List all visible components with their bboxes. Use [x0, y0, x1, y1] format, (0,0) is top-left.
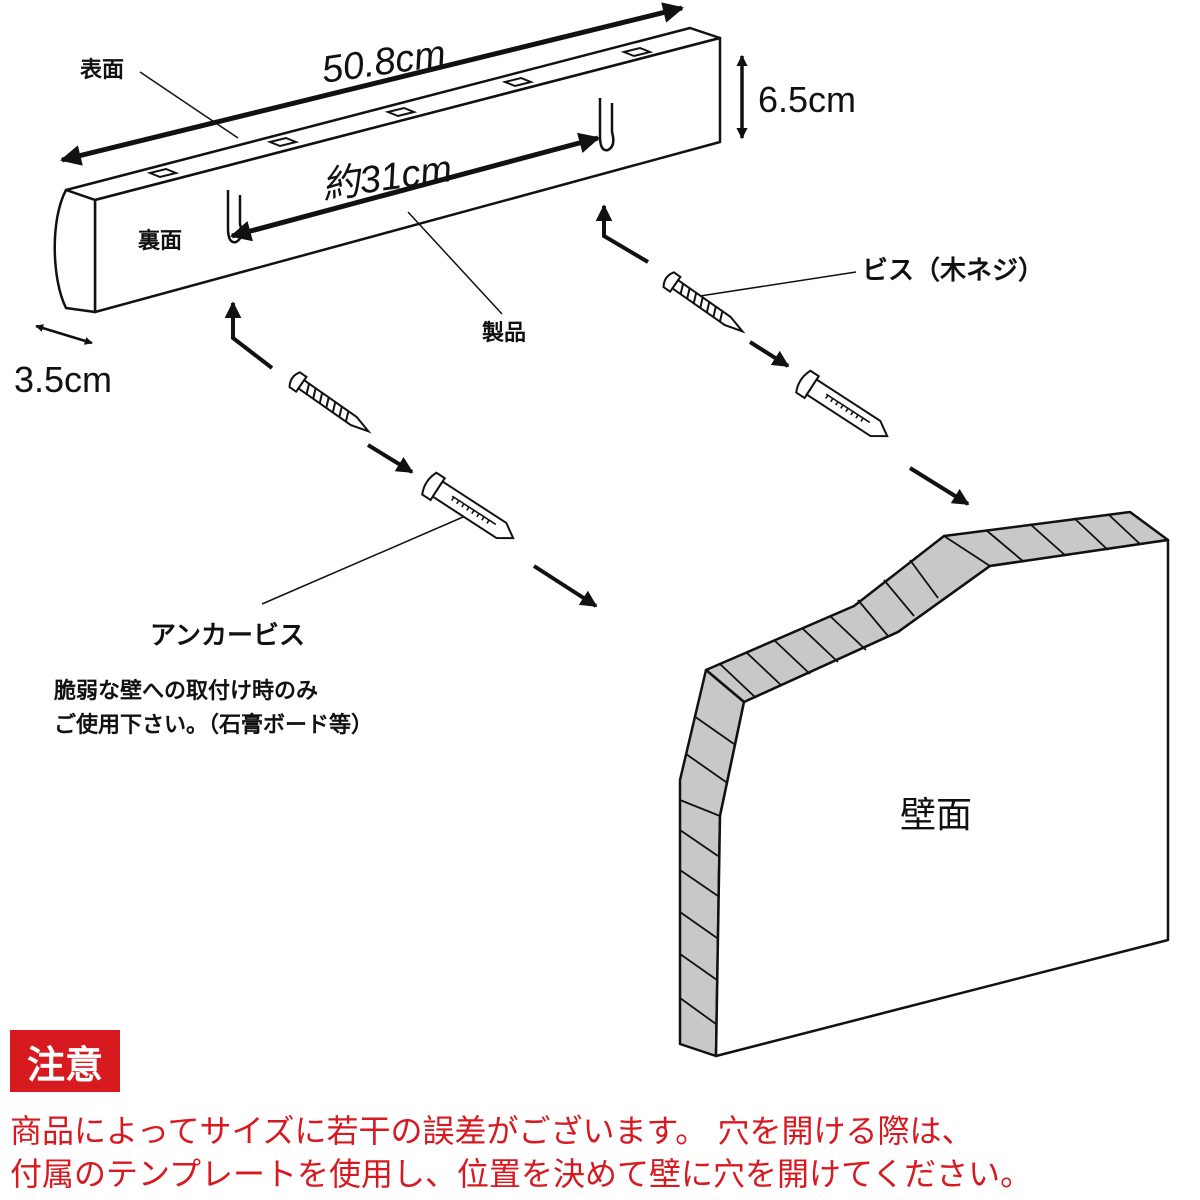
anchor-plug-right: [795, 369, 889, 438]
wood-screw-right: [662, 271, 746, 334]
anchor-screw-label: アンカービス: [150, 621, 305, 651]
back-surface-label: 裏面: [138, 229, 183, 254]
wall-face: [714, 538, 1170, 1058]
wall-hatch-lines: [679, 513, 1141, 1025]
right-path-dash-1: [748, 340, 790, 368]
product-leader: [407, 211, 503, 315]
left-mount-path: [224, 301, 274, 370]
left-path-dash-1: [366, 443, 414, 474]
depth-label: 3.5cm: [14, 359, 113, 400]
product-label: 製品: [482, 321, 527, 346]
height-label: 6.5cm: [758, 79, 857, 120]
notice-text: 商品によってサイズに若干の誤差がございます。 穴を開ける際は、 付属のテンプレー…: [10, 1110, 1195, 1196]
wall-surface-label: 壁面: [900, 795, 973, 836]
notice-line-2: 付属のテンプレートを使用し、位置を決めて壁に穴を開けてください。: [10, 1155, 1033, 1193]
wood-screw-label: ビス（木ネジ）: [862, 256, 1045, 286]
wall-block: [678, 510, 1170, 1058]
anchor-leader: [261, 513, 471, 605]
bar-left-end: [53, 188, 97, 314]
wood-screw-leader: [699, 271, 857, 297]
front-surface-label: 表面: [80, 58, 125, 83]
notice-badge: 注意: [26, 1042, 103, 1087]
anchor-plug-left: [421, 471, 515, 540]
right-mount-path: [595, 204, 650, 264]
right-path-dash-2: [908, 466, 970, 506]
wood-screw-left: [288, 371, 372, 434]
anchor-note-line-2: ご使用下さい。（石膏ボード等）: [54, 713, 374, 738]
length-arrow: [59, 2, 685, 166]
left-path-dash-2: [532, 564, 598, 608]
anchor-note-line-1: 脆弱な壁への取付け時のみ: [54, 679, 319, 704]
hook-spacing-arrow: [229, 132, 601, 242]
notice-badge-bg: [10, 1030, 120, 1092]
depth-arrow: [35, 324, 93, 345]
notice-line-1: 商品によってサイズに若干の誤差がございます。 穴を開ける際は、: [10, 1112, 974, 1150]
front-leader: [139, 71, 239, 139]
